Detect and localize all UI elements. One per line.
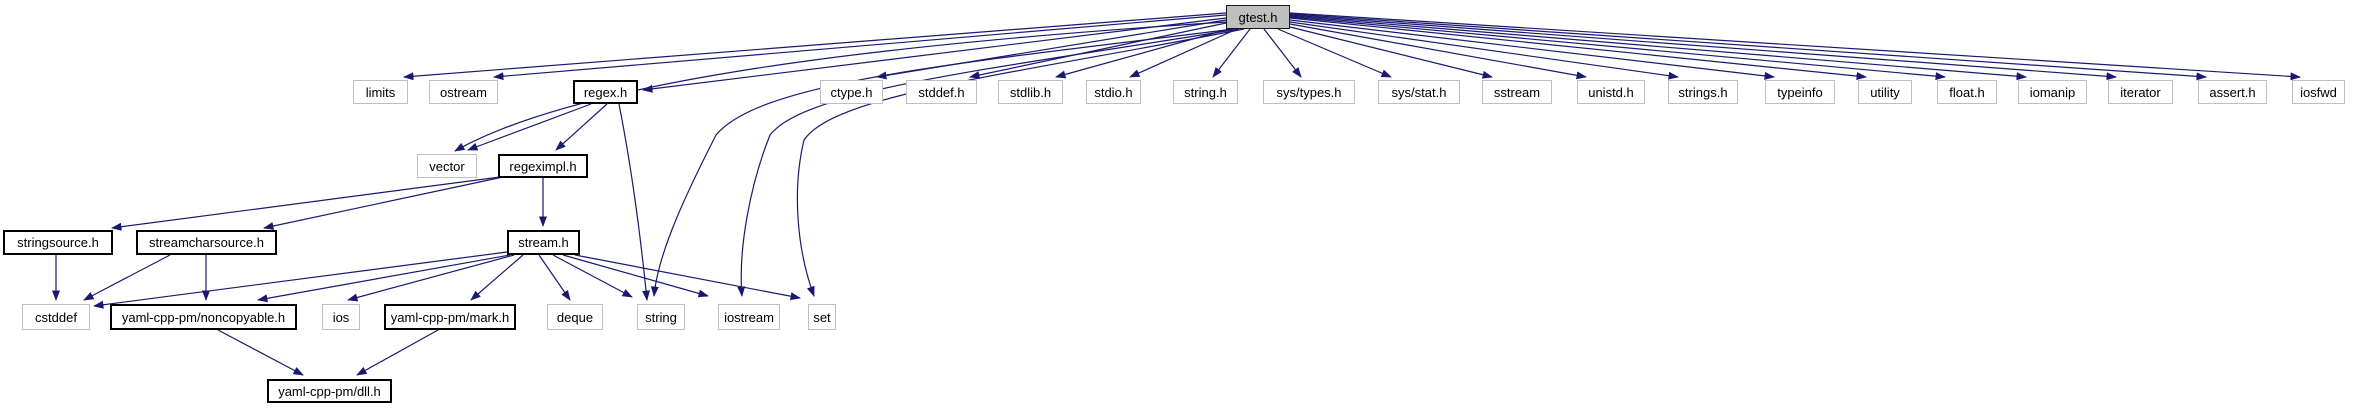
edge-gtest_h-to-stdio_h bbox=[1129, 28, 1238, 78]
edge-gtest_h-to-sys_stat_h bbox=[1277, 28, 1392, 78]
edge-gtest_h-to-strings_h bbox=[1289, 21, 1679, 80]
edge-gtest_h-to-string_h bbox=[1212, 28, 1251, 78]
graph-node-stringsource_h[interactable]: stringsource.h bbox=[3, 230, 113, 255]
edge-gtest_h-to-iostream bbox=[737, 28, 1240, 297]
graph-node-noncopyable_h[interactable]: yaml-cpp-pm/noncopyable.h bbox=[110, 304, 297, 330]
graph-node-iterator: iterator bbox=[2108, 80, 2173, 104]
graph-node-assert_h: assert.h bbox=[2198, 80, 2267, 104]
edge-gtest_h-to-limits bbox=[403, 12, 1227, 81]
edge-regex_h-to-vector bbox=[467, 103, 592, 151]
edge-gtest_h-to-float_h bbox=[1289, 16, 1946, 81]
edge-stream_h-to-set bbox=[574, 254, 801, 301]
graph-node-stddef_h: stddef.h bbox=[906, 80, 977, 104]
graph-node-dll_h[interactable]: yaml-cpp-pm/dll.h bbox=[267, 379, 392, 403]
graph-node-unistd_h: unistd.h bbox=[1577, 80, 1645, 104]
edge-gtest_h-to-ctype_h bbox=[876, 19, 1227, 80]
edge-gtest_h-to-sstream bbox=[1289, 26, 1493, 79]
graph-node-cstddef: cstddef bbox=[22, 304, 90, 330]
graph-node-ostream: ostream bbox=[429, 80, 498, 104]
edge-stream_h-to-string bbox=[552, 254, 633, 298]
graph-node-regeximpl_h[interactable]: regeximpl.h bbox=[498, 154, 588, 178]
edge-gtest_h-to-stddef_h bbox=[969, 22, 1227, 79]
graph-node-ctype_h: ctype.h bbox=[820, 80, 883, 104]
graph-node-float_h: float.h bbox=[1937, 80, 1997, 104]
graph-node-ios: ios bbox=[322, 304, 360, 330]
edge-stream_h-to-iostream bbox=[562, 254, 709, 298]
graph-node-deque: deque bbox=[547, 304, 603, 330]
graph-node-stream_h[interactable]: stream.h bbox=[507, 230, 580, 255]
graph-node-vector: vector bbox=[417, 154, 477, 178]
graph-node-mark_h[interactable]: yaml-cpp-pm/mark.h bbox=[384, 304, 516, 330]
edge-gtest_h-to-iomanip bbox=[1289, 15, 2027, 81]
edge-gtest_h-to-iosfwd bbox=[1289, 12, 2301, 81]
edge-streamcharsource_h-to-cstddef bbox=[83, 254, 171, 301]
edge-gtest_h-to-sys_types_h bbox=[1263, 28, 1302, 78]
edge-gtest_h-to-iterator bbox=[1289, 14, 2117, 81]
edge-stream_h-to-deque bbox=[538, 254, 571, 301]
edge-gtest_h-to-ostream bbox=[493, 14, 1227, 81]
graph-node-strings_h: strings.h bbox=[1668, 80, 1738, 104]
graph-node-iomanip: iomanip bbox=[2018, 80, 2087, 104]
edge-gtest_h-to-string bbox=[650, 28, 1235, 297]
edge-stream_h-to-ios bbox=[347, 254, 515, 302]
graph-node-set: set bbox=[808, 304, 836, 330]
edge-gtest_h-to-set bbox=[796, 28, 1245, 297]
edge-gtest_h-to-typeinfo bbox=[1289, 19, 1775, 80]
graph-node-iosfwd: iosfwd bbox=[2292, 80, 2345, 104]
edge-stream_h-to-mark_h bbox=[470, 254, 524, 301]
graph-node-sys_types_h: sys/types.h bbox=[1263, 80, 1355, 104]
edge-stream_h-to-cstddef bbox=[93, 251, 508, 309]
graph-node-regex_h[interactable]: regex.h bbox=[573, 80, 638, 104]
edge-stream_h-to-noncopyable_h bbox=[257, 254, 511, 303]
edge-regex_h-to-regeximpl_h bbox=[555, 103, 608, 151]
graph-node-string: string bbox=[637, 304, 685, 330]
graph-node-typeinfo: typeinfo bbox=[1765, 80, 1835, 104]
graph-node-iostream: iostream bbox=[718, 304, 780, 330]
edge-noncopyable_h-to-dll_h bbox=[217, 329, 304, 376]
graph-node-sstream: sstream bbox=[1482, 80, 1552, 104]
graph-node-string_h: string.h bbox=[1173, 80, 1238, 104]
edge-gtest_h-to-utility bbox=[1289, 17, 1867, 81]
edge-mark_h-to-dll_h bbox=[356, 329, 439, 376]
graph-node-gtest_h: gtest.h bbox=[1226, 5, 1290, 29]
graph-node-sys_stat_h: sys/stat.h bbox=[1378, 80, 1460, 104]
edge-gtest_h-to-assert_h bbox=[1289, 13, 2207, 81]
edge-regeximpl_h-to-stringsource_h bbox=[111, 176, 501, 231]
edge-regeximpl_h-to-streamcharsource_h bbox=[263, 176, 504, 230]
edge-gtest_h-to-stdlib_h bbox=[1055, 28, 1230, 79]
graph-node-utility: utility bbox=[1858, 80, 1912, 104]
graph-node-limits: limits bbox=[353, 80, 408, 104]
edge-regex_h-to-string bbox=[618, 103, 651, 301]
edge-gtest_h-to-unistd_h bbox=[1289, 23, 1587, 80]
graph-node-streamcharsource_h[interactable]: streamcharsource.h bbox=[136, 230, 277, 255]
graph-node-stdio_h: stdio.h bbox=[1086, 80, 1141, 104]
graph-node-stdlib_h: stdlib.h bbox=[998, 80, 1063, 104]
